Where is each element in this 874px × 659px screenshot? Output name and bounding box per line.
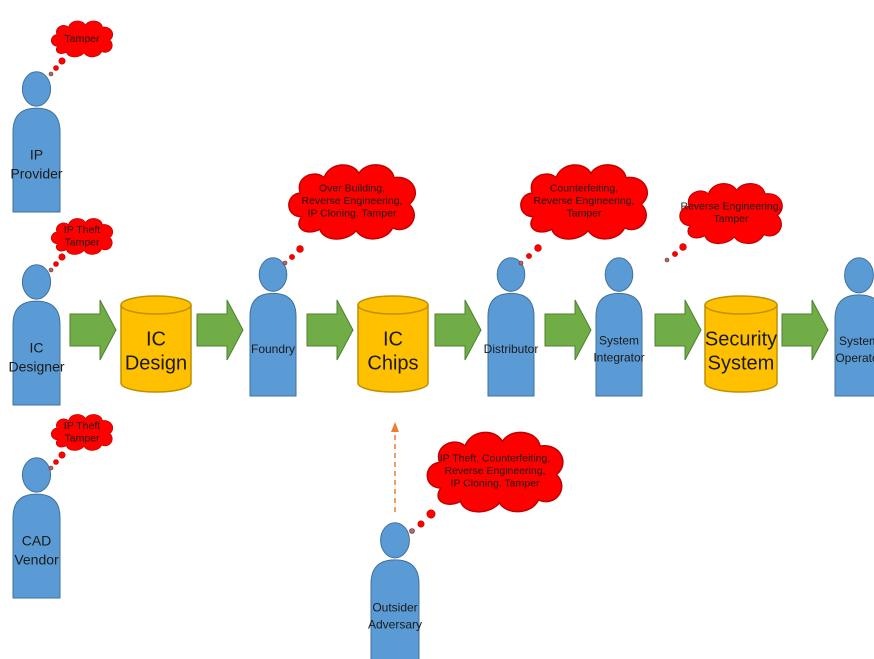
person-head-icon <box>844 257 874 294</box>
flow-arrow-4 <box>434 299 482 361</box>
flow-arrow-1 <box>69 299 117 361</box>
thought-bubble-icon <box>426 509 436 519</box>
threat-text: Tamper <box>64 33 100 45</box>
actor-distributor: Distributor <box>484 257 539 397</box>
thought-bubble-icon <box>48 267 54 273</box>
actor-foundry: Foundry <box>249 257 297 397</box>
thought-bubble-icon <box>53 65 59 71</box>
threat-text: Counterfeiting,Reverse Engineering,Tampe… <box>534 182 635 219</box>
thought-bubble-icon <box>534 244 542 252</box>
thought-bubble-icon <box>58 451 66 459</box>
person-head-icon <box>380 522 410 559</box>
thought-bubble-icon <box>58 57 66 65</box>
threat-cloud-ip-provider: Tamper <box>48 20 114 77</box>
person-body-icon <box>12 107 61 213</box>
person-head-icon <box>21 457 52 493</box>
threat-text: IP Theft, Counterfeiting,Reverse Enginee… <box>440 452 551 489</box>
threat-cloud-distributor: Counterfeiting,Reverse Engineering,Tampe… <box>518 164 649 266</box>
flow-arrow-2 <box>196 299 244 361</box>
person-body-icon <box>12 300 61 406</box>
person-body-icon <box>487 292 535 397</box>
thought-bubble-icon <box>53 261 59 267</box>
thought-bubble-icon <box>672 251 678 257</box>
thought-bubble-icon <box>53 459 59 465</box>
person-head-icon <box>21 71 52 107</box>
flow-arrow-6 <box>654 299 702 361</box>
person-body-icon <box>370 559 420 659</box>
person-head-icon <box>258 257 288 292</box>
threat-cloud-foundry: Over Building,Reverse Engineering,IP Clo… <box>282 164 417 266</box>
person-body-icon <box>834 294 874 397</box>
thought-bubble-icon <box>48 71 54 77</box>
flow-arrow-5 <box>544 299 592 361</box>
actor-label: Distributor <box>484 342 539 356</box>
thought-bubble-icon <box>58 253 66 261</box>
thought-bubble-icon <box>48 465 54 471</box>
thought-bubble-icon <box>526 253 532 259</box>
person-head-icon <box>21 264 52 300</box>
flow-arrows <box>69 299 829 512</box>
thought-bubble-icon <box>296 245 304 253</box>
adversary-dashed-arrow <box>391 422 399 512</box>
flow-arrow-3 <box>306 299 354 361</box>
threat-cloud-outsider-adversary: IP Theft, Counterfeiting,Reverse Enginee… <box>409 431 564 534</box>
thought-bubble-icon <box>417 520 425 528</box>
thought-bubble-icon <box>282 260 288 266</box>
actor-label: SystemOperator <box>835 334 874 365</box>
person-body-icon <box>12 493 61 599</box>
threat-text: Over Building,Reverse Engineering,IP Clo… <box>302 182 403 219</box>
actor-system-operator: SystemOperator <box>834 257 874 397</box>
threat-text: Reverse Engineering,Tamper <box>681 201 782 226</box>
thought-bubble-icon <box>289 254 295 260</box>
person-head-icon <box>496 257 526 292</box>
thought-bubble-icon <box>664 257 670 263</box>
thought-bubble-icon <box>409 528 415 534</box>
thought-bubble-icon <box>679 243 687 251</box>
thought-bubble-icon <box>518 260 524 266</box>
flow-arrow-7 <box>781 299 829 361</box>
actor-label: Foundry <box>251 342 295 356</box>
threat-cloud-system-integrator: Reverse Engineering,Tamper <box>664 182 784 263</box>
person-body-icon <box>249 292 297 397</box>
person-head-icon <box>604 257 634 292</box>
person-body-icon <box>595 292 643 397</box>
